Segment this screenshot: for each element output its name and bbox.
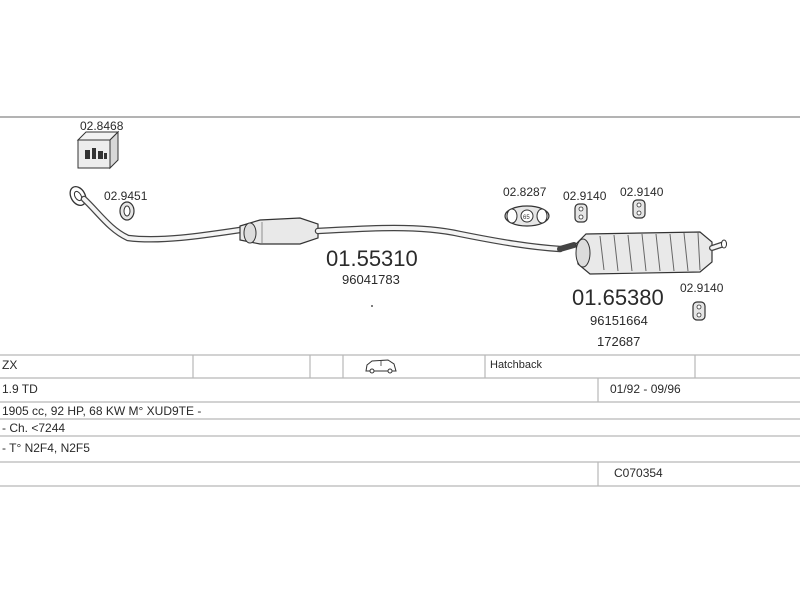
vehicle-spec: 1905 cc, 92 HP, 68 KW M° XUD9TE - xyxy=(2,404,202,418)
rear-silencer-icon xyxy=(575,231,727,275)
tool-kit-box-icon xyxy=(76,130,120,170)
vehicle-table-grid xyxy=(0,354,800,487)
vehicle-type-codes: - T° N2F4, N2F5 xyxy=(2,441,90,455)
hanger-b-code: 02.9140 xyxy=(620,185,664,199)
clamp-icon: 65 xyxy=(504,205,550,227)
middle-silencer-oe-ref: 96041783 xyxy=(342,272,400,287)
hanger-a-code: 02.9140 xyxy=(563,189,607,203)
middle-silencer-icon xyxy=(239,217,319,245)
front-ring-code: 02.9451 xyxy=(104,189,148,203)
rear-silencer-alt-ref: 172687 xyxy=(597,334,640,349)
tool-kit-code: 02.8468 xyxy=(80,119,124,133)
hanger-c-code: 02.9140 xyxy=(680,281,724,295)
vehicle-engine: 1.9 TD xyxy=(2,382,38,396)
vehicle-chassis: - Ch. <7244 xyxy=(2,421,66,435)
vehicle-model: ZX xyxy=(2,358,18,372)
connecting-pipe xyxy=(314,224,577,253)
rubber-hanger-a-icon xyxy=(574,203,588,223)
clamp-code: 02.8287 xyxy=(503,185,547,199)
rear-silencer-code: 01.65380 xyxy=(572,285,664,310)
vehicle-years: 01/92 - 09/96 xyxy=(610,382,681,396)
vehicle-body-type: Hatchback xyxy=(490,359,542,371)
clamp-mark: 65 xyxy=(523,215,530,221)
catalog-code: C070354 xyxy=(614,466,663,480)
front-pipe xyxy=(69,186,244,243)
front-ring-gasket-icon xyxy=(119,201,135,221)
hatchback-car-icon xyxy=(365,359,397,374)
dot-marker xyxy=(371,305,373,307)
rubber-hanger-c-icon xyxy=(692,301,706,321)
rubber-hanger-b-icon xyxy=(632,199,646,219)
middle-silencer-code: 01.55310 xyxy=(326,246,418,271)
rear-silencer-oe-ref: 96151664 xyxy=(590,313,648,328)
